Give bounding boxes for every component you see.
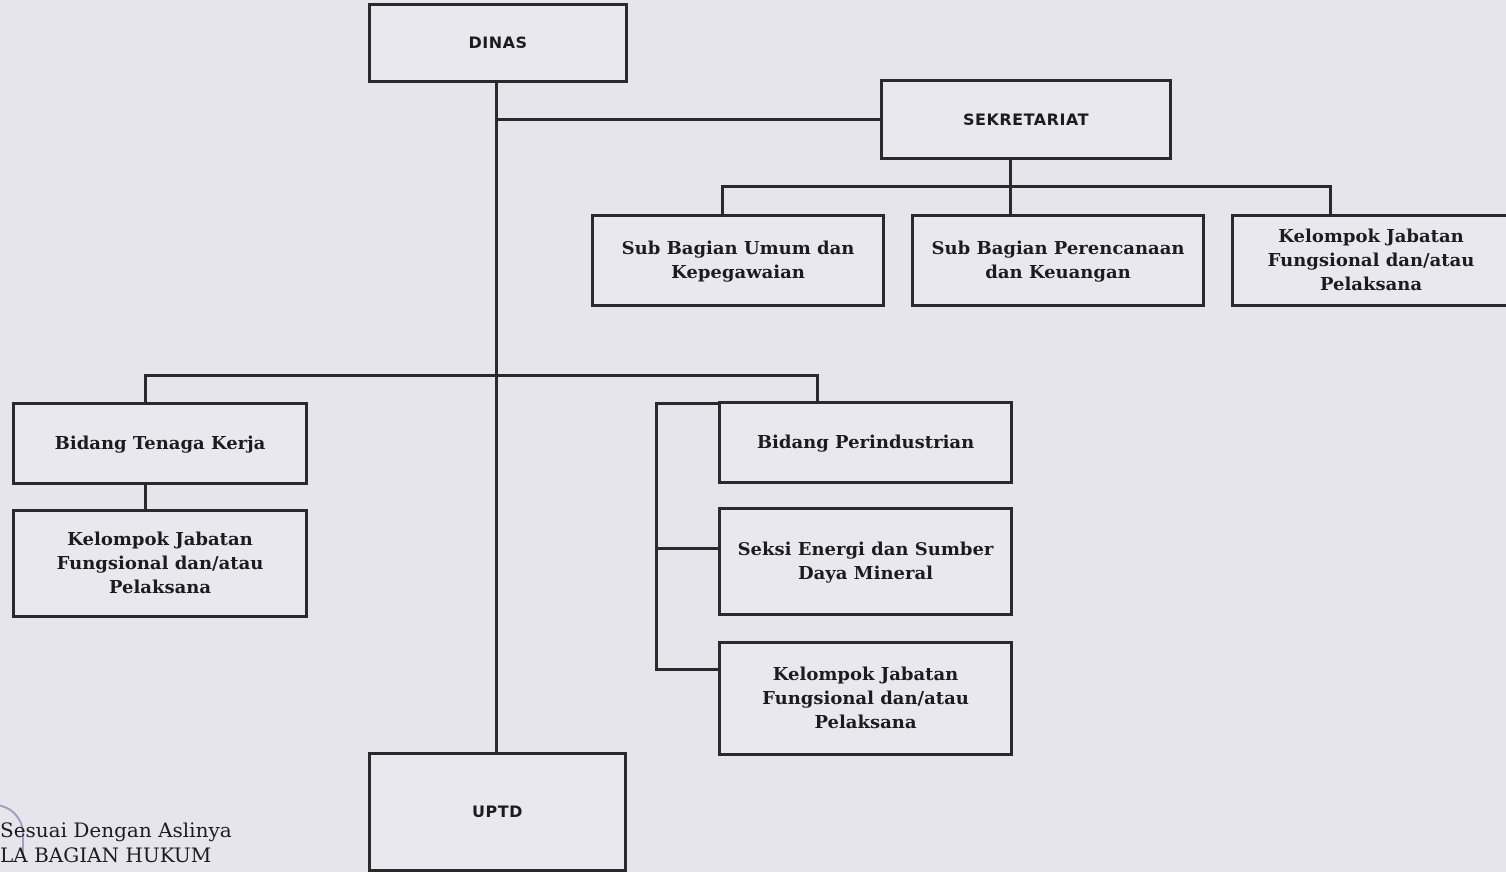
perindustrian-bracket-bottom: [655, 668, 721, 671]
subbag-umum-box: Sub Bagian Umum dan Kepegawaian: [591, 214, 885, 307]
sekretariat-box: SEKRETARIAT: [880, 79, 1172, 160]
bidang-perindustrian-box: Bidang Perindustrian: [718, 401, 1013, 484]
footer-line-2: LA BAGIAN HUKUM: [0, 843, 212, 867]
perindustrian-bracket-middle: [655, 547, 721, 550]
bidang-branch-line: [144, 374, 819, 377]
secretariat-group-box: Kelompok Jabatan Fungsional dan/atau Pel…: [1231, 214, 1506, 307]
sekretariat-label: SEKRETARIAT: [963, 109, 1089, 129]
perindustrian-bracket-top: [655, 402, 721, 405]
subbag-perencanaan-label: Sub Bagian Perencanaan dan Keuangan: [931, 237, 1185, 283]
main-trunk-line: [495, 80, 498, 755]
subbag-perencanaan-box: Sub Bagian Perencanaan dan Keuangan: [911, 214, 1205, 307]
bidang-tenaga-kerja-connector: [144, 374, 147, 405]
seksi-energi-label: Seksi Energi dan Sumber Daya Mineral: [737, 538, 994, 584]
dinas-box: DINAS: [368, 3, 628, 83]
secretariat-down-line: [1009, 157, 1012, 187]
subbag-umum-label: Sub Bagian Umum dan Kepegawaian: [621, 237, 855, 283]
dinas-label: DINAS: [468, 33, 528, 52]
footer-line-1: Sesuai Dengan Aslinya: [0, 818, 232, 842]
tenaga-kerja-group-connector: [144, 482, 147, 512]
subbag-perencanaan-connector: [1009, 185, 1012, 217]
bidang-tenaga-kerja-label: Bidang Tenaga Kerja: [54, 432, 266, 454]
secretariat-connector-line: [495, 118, 883, 121]
uptd-label: UPTD: [472, 802, 523, 821]
perindustrian-group-label: Kelompok Jabatan Fungsional dan/atau Pel…: [762, 663, 969, 733]
tenaga-kerja-group-box: Kelompok Jabatan Fungsional dan/atau Pel…: [12, 509, 308, 618]
bidang-tenaga-kerja-box: Bidang Tenaga Kerja: [12, 402, 308, 485]
bidang-perindustrian-connector: [816, 374, 819, 404]
uptd-box: UPTD: [368, 752, 627, 872]
seksi-energi-box: Seksi Energi dan Sumber Daya Mineral: [718, 507, 1013, 616]
perindustrian-bracket-line: [655, 402, 658, 670]
tenaga-kerja-group-label: Kelompok Jabatan Fungsional dan/atau Pel…: [56, 528, 264, 598]
secretariat-branch-line: [721, 185, 1332, 188]
secretariat-group-label: Kelompok Jabatan Fungsional dan/atau Pel…: [1267, 225, 1475, 295]
perindustrian-group-box: Kelompok Jabatan Fungsional dan/atau Pel…: [718, 641, 1013, 756]
subbag-umum-connector: [721, 185, 724, 217]
bidang-perindustrian-label: Bidang Perindustrian: [756, 431, 975, 453]
secretariat-group-connector: [1329, 185, 1332, 217]
